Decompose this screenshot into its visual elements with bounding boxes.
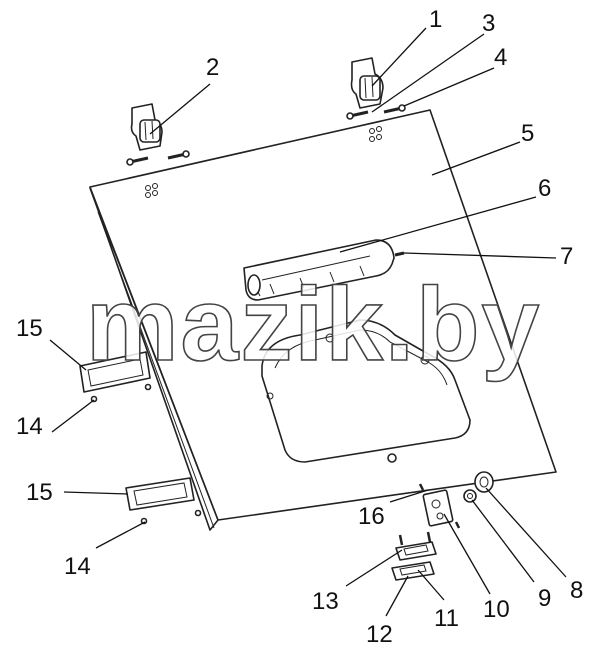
catch-parts — [391, 531, 437, 581]
callout-13: 13 — [312, 588, 339, 615]
callout-11: 11 — [434, 605, 459, 632]
callout-15-upper: 15 — [16, 315, 43, 342]
callout-1: 1 — [429, 6, 442, 33]
catch-plate-part-12 — [391, 561, 435, 581]
washer-part-9 — [463, 489, 477, 503]
callout-9: 9 — [538, 585, 551, 612]
callout-14-upper: 14 — [16, 413, 43, 440]
callout-14-lower: 14 — [64, 553, 91, 580]
leader-lines — [49, 27, 567, 617]
panel-recess — [261, 319, 471, 463]
callout-7: 7 — [560, 243, 573, 270]
callout-labels: 1 2 3 4 5 6 7 8 9 10 11 12 13 14 14 15 1… — [16, 6, 583, 648]
callout-2: 2 — [206, 54, 219, 81]
screw-part-7 — [394, 251, 405, 257]
callout-16: 16 — [358, 503, 385, 530]
lock-cylinder-part-8 — [474, 471, 494, 493]
callout-12: 12 — [366, 621, 393, 648]
callout-10: 10 — [483, 596, 510, 623]
hinge-part-1 — [346, 57, 406, 120]
panel-holes — [145, 126, 382, 198]
handle-part-6 — [243, 239, 395, 301]
plate-part-15-upper — [79, 351, 152, 403]
callout-8: 8 — [570, 577, 583, 604]
callout-3: 3 — [482, 10, 495, 37]
plate-part-15-lower — [125, 477, 202, 525]
callout-5: 5 — [521, 120, 534, 147]
callout-6: 6 — [538, 175, 551, 202]
callout-15-lower: 15 — [26, 479, 53, 506]
watermark: mazik.by — [86, 267, 541, 383]
hinge-part-2 — [126, 103, 190, 166]
callout-4: 4 — [494, 44, 507, 71]
